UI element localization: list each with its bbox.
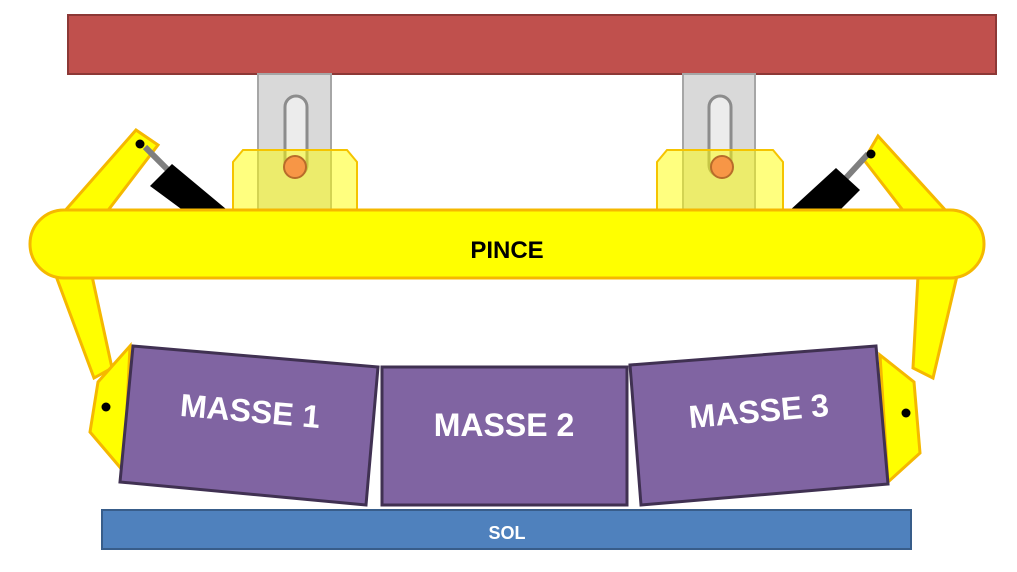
left-lower-arm [53, 274, 114, 381]
left-jaw-pin [101, 402, 111, 412]
right-upper-arm [862, 133, 952, 215]
right-cylinder [788, 151, 871, 212]
right-pivot-pin [710, 155, 734, 179]
top-beam [67, 14, 997, 75]
pince-bar [28, 208, 986, 280]
mass-2-label: MASSE 2 [434, 407, 574, 443]
mass-2 [380, 365, 629, 507]
mass-1 [118, 344, 380, 507]
right-arm-pivot [866, 149, 876, 159]
sol-label: SOL [488, 523, 525, 543]
left-arm-pivot [135, 139, 145, 149]
right-lower-arm [911, 274, 959, 381]
mass-3 [628, 344, 890, 507]
right-jaw-pin [901, 408, 911, 418]
left-pivot-pin [283, 155, 307, 179]
sol-ground [101, 509, 912, 550]
pince-label: PINCE [470, 237, 543, 264]
left-cylinder [142, 144, 232, 214]
